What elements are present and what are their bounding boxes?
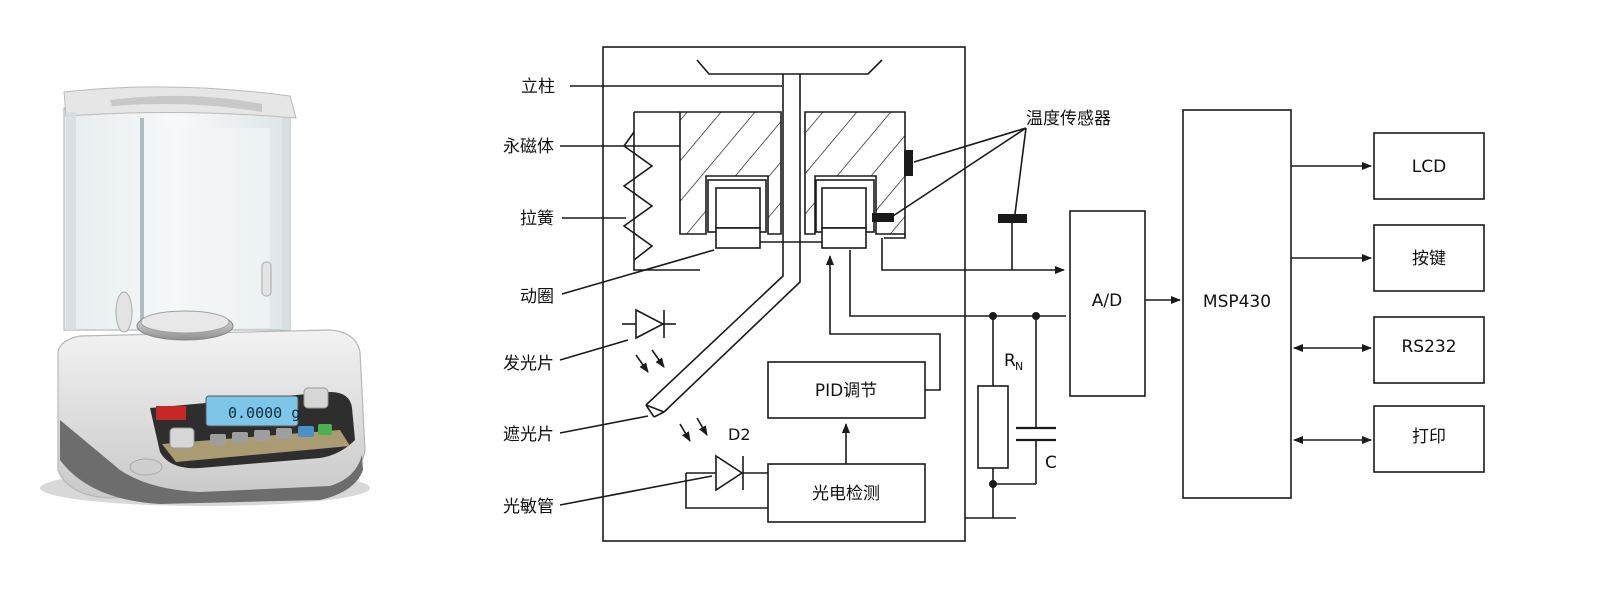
permanent-magnet-left xyxy=(679,111,782,235)
temp-sensor-1 xyxy=(904,150,913,176)
emitter-diode-icon xyxy=(622,308,676,373)
label-pillar: 立柱 xyxy=(521,77,555,97)
rn-label: R xyxy=(1004,351,1016,371)
moving-coil-right xyxy=(821,227,867,249)
pillar xyxy=(645,74,784,406)
label-permanent-magnet: 永磁体 xyxy=(503,137,554,157)
mechanism-schematic: D2 PID调节 光电检测 xyxy=(602,46,1066,542)
c-label: C xyxy=(1045,453,1057,473)
temp-sensor-2 xyxy=(872,213,894,222)
weighing-tray xyxy=(696,59,883,75)
photo-detect-label: 光电检测 xyxy=(812,484,880,504)
callout-labels: 立柱 永磁体 拉簧 动圈 发光片 遮光片 光敏管 温度传感器 xyxy=(503,77,1111,517)
resistor-rn xyxy=(977,385,1009,469)
pid-label: PID调节 xyxy=(815,381,877,401)
keys-box xyxy=(1373,224,1485,292)
print-box xyxy=(1373,405,1485,473)
label-temp-sensor: 温度传感器 xyxy=(1026,109,1111,129)
mcu-label: MSP430 xyxy=(1203,292,1271,312)
lcd-box xyxy=(1373,132,1485,200)
pid-box xyxy=(767,361,926,419)
keys-label: 按键 xyxy=(1412,249,1446,269)
rs232-label: RS232 xyxy=(1401,337,1456,357)
label-spring: 拉簧 xyxy=(520,209,554,229)
mcu-box xyxy=(1182,109,1292,499)
balance-illustration: 0.0000 g xyxy=(40,86,370,506)
spring xyxy=(622,131,654,261)
print-label: 打印 xyxy=(1412,427,1446,447)
label-emitter: 发光片 xyxy=(503,354,554,374)
ad-label: A/D xyxy=(1092,291,1122,311)
scale-lcd-readout: 0.0000 g xyxy=(228,404,300,422)
label-moving-coil: 动圈 xyxy=(520,287,554,307)
lcd-label: LCD xyxy=(1412,157,1446,177)
rn-subscript: N xyxy=(1015,360,1023,373)
ad-box xyxy=(1069,210,1146,397)
label-photodiode: 光敏管 xyxy=(503,497,554,517)
moving-coil-left xyxy=(715,227,761,249)
photo-detect-box xyxy=(767,463,926,523)
rn-c-network: R N C xyxy=(965,312,1057,519)
label-shutter: 遮光片 xyxy=(503,425,554,445)
temp-sensor-3 xyxy=(998,214,1027,223)
rs232-box xyxy=(1373,316,1485,384)
photodiode-d2-icon xyxy=(685,454,770,509)
d2-label: D2 xyxy=(728,425,751,444)
electronics-blocks: A/D MSP430 LCD 按键 RS232 打印 xyxy=(1069,109,1485,499)
